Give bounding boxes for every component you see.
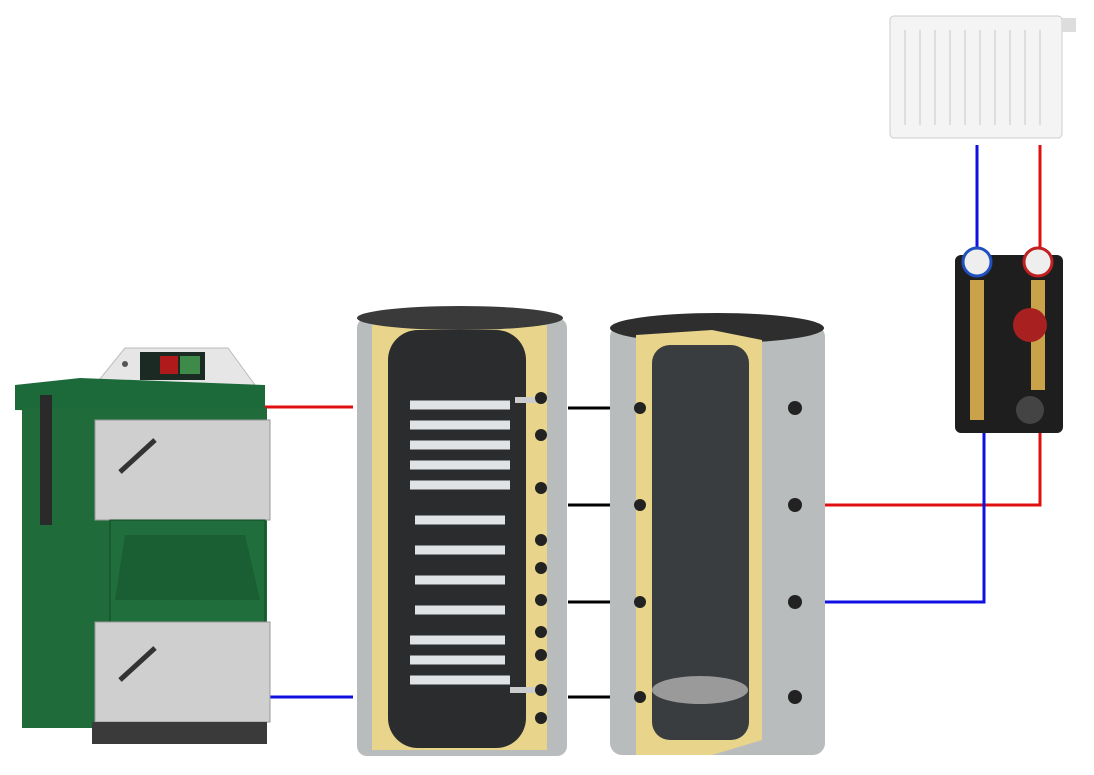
pump-station <box>955 246 1063 433</box>
heating-flow-pipe <box>795 430 1042 507</box>
solid-fuel-boiler <box>15 347 271 744</box>
heat-exchanger-coil <box>410 400 510 685</box>
tank2-ports <box>634 401 802 704</box>
heating-return-pipe <box>795 430 986 604</box>
buffer-tank <box>610 313 825 755</box>
tank1-ports <box>535 392 547 724</box>
circulation-pump <box>1013 308 1047 342</box>
pipes <box>262 145 1042 699</box>
boiler-lower-door <box>94 621 271 723</box>
radiator <box>889 15 1076 139</box>
hot-water-tank-with-coil <box>357 306 567 756</box>
thermometer-gauge-red <box>1022 246 1054 278</box>
thermometer-gauge-blue <box>961 246 993 278</box>
boiler-poker-handle <box>40 395 52 525</box>
thermostatic-valve-icon <box>1062 18 1076 32</box>
